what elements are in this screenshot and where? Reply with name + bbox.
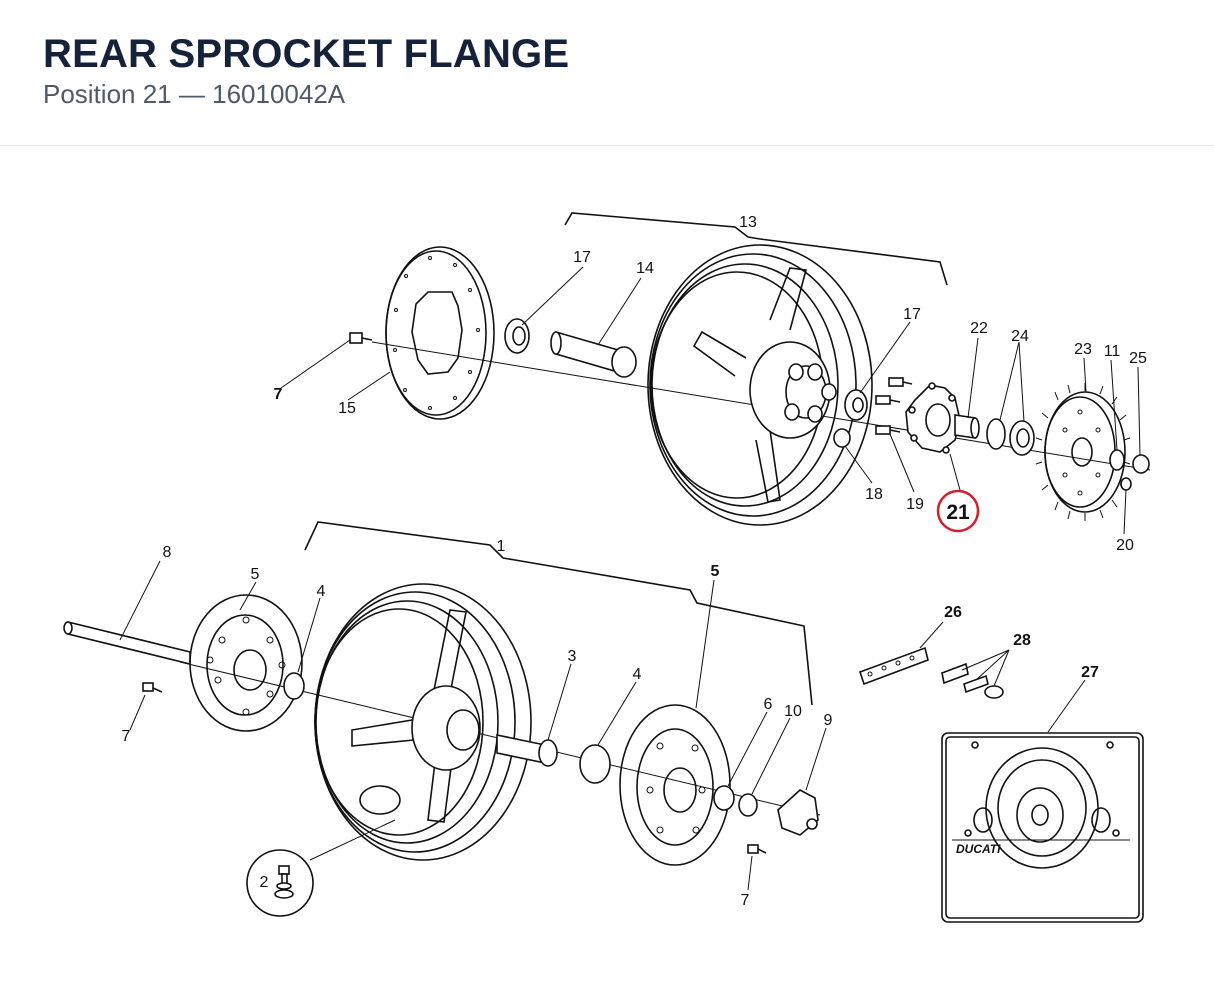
callout-11: 11 xyxy=(1104,343,1121,360)
highlight-label: 21 xyxy=(946,501,970,524)
callout-5b: 5 xyxy=(711,563,720,580)
callout-25: 25 xyxy=(1129,350,1147,367)
leader-lines-upper xyxy=(280,266,1141,535)
bearing-17-left xyxy=(504,318,530,354)
callout-18: 18 xyxy=(865,486,883,503)
callout-22: 22 xyxy=(970,320,988,337)
callout-2: 2 xyxy=(260,874,269,891)
front-brake-disc-left xyxy=(189,594,303,732)
callout-15: 15 xyxy=(338,400,356,417)
callout-28: 28 xyxy=(1013,632,1031,649)
callout-26: 26 xyxy=(944,604,962,621)
front-brake-disc-right xyxy=(619,704,731,866)
diagram-svg: 21 xyxy=(63,212,1151,923)
leader-lines-lower xyxy=(239,579,827,795)
master-link-28 xyxy=(941,649,1010,699)
callout-23: 23 xyxy=(1074,341,1092,358)
callout-13: 13 xyxy=(739,214,757,231)
rear-sprocket-flange-part xyxy=(905,382,980,454)
seal-6 xyxy=(713,785,735,811)
callout-24: 24 xyxy=(1011,328,1029,345)
callout-6: 6 xyxy=(764,696,773,713)
callout-27: 27 xyxy=(1081,664,1099,681)
cover-plate-27: DUCATI xyxy=(941,679,1144,923)
nut-25 xyxy=(1132,454,1150,474)
bracket-1 xyxy=(304,521,813,706)
chain-26 xyxy=(858,621,944,686)
front-wheel xyxy=(309,583,532,861)
washer-11 xyxy=(1109,449,1125,471)
callout-14: 14 xyxy=(636,260,654,277)
callout-20: 20 xyxy=(1116,537,1134,554)
callout-labels: 13 17 14 17 22 24 23 11 25 7 15 18 19 20… xyxy=(122,214,1147,909)
front-axle xyxy=(63,560,191,666)
valve-inset xyxy=(246,849,314,917)
callout-8: 8 xyxy=(163,544,172,561)
callout-5a: 5 xyxy=(251,566,260,583)
callout-7c: 7 xyxy=(741,892,750,909)
part-number: 16010042A xyxy=(212,79,346,109)
callout-7b: 7 xyxy=(122,728,131,745)
bearing-4-right xyxy=(579,744,611,784)
studs-19 xyxy=(875,377,913,435)
exploded-diagram: 21 xyxy=(0,147,1214,1003)
separator: — xyxy=(178,79,205,109)
position-label: Position 21 xyxy=(43,79,172,109)
bolt-7-upper xyxy=(349,332,373,344)
drive-9 xyxy=(777,789,819,836)
bearings-24 xyxy=(986,418,1035,456)
spacer-14 xyxy=(550,330,637,378)
bolt-7-lower xyxy=(747,844,767,891)
bearing-4-left xyxy=(283,672,305,700)
bracket-13 xyxy=(564,212,948,286)
callout-19: 19 xyxy=(906,496,924,513)
callout-3: 3 xyxy=(568,648,577,665)
ring-10 xyxy=(738,793,758,817)
callout-1: 1 xyxy=(497,538,506,555)
rear-wheel xyxy=(647,244,873,526)
callout-10: 10 xyxy=(784,703,802,720)
header: REAR SPROCKET FLANGE Position 21 — 16010… xyxy=(0,0,1214,146)
callout-4a: 4 xyxy=(317,583,326,600)
callout-9: 9 xyxy=(824,712,833,729)
callout-17b: 17 xyxy=(903,306,921,323)
callout-17a: 17 xyxy=(573,249,591,266)
page-title: REAR SPROCKET FLANGE xyxy=(43,32,570,76)
callout-7a: 7 xyxy=(274,386,283,403)
highlight-marker-21: 21 xyxy=(936,489,980,533)
rear-brake-disc xyxy=(385,246,495,420)
callout-4b: 4 xyxy=(633,666,642,683)
page-subtitle: Position 21 — 16010042A xyxy=(43,78,345,110)
plate-brand: DUCATI xyxy=(956,842,1001,856)
nut-20 xyxy=(1120,477,1132,491)
bolt-7-lower-left xyxy=(129,682,163,731)
